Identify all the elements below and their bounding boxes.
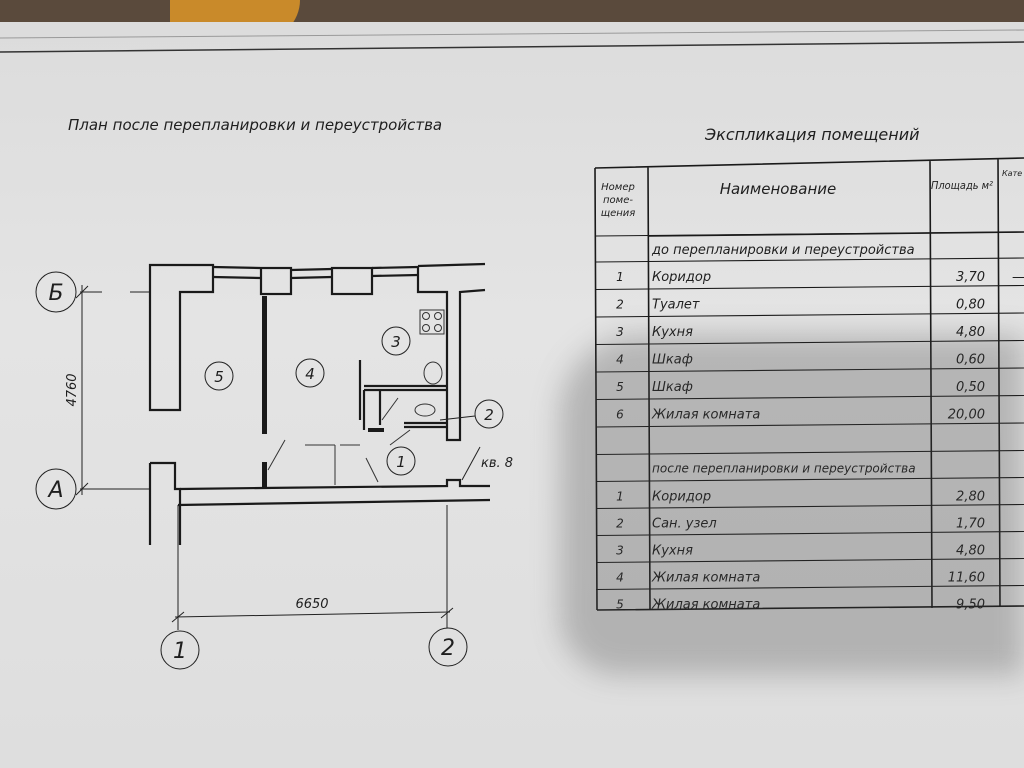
axis-2-label: 2 — [441, 636, 455, 661]
header-number-1: Номер — [601, 182, 635, 193]
plan-title: План после перепланировки и переустройст… — [68, 116, 442, 134]
sink-icon — [423, 361, 443, 385]
row-name: Жилая комната — [651, 408, 760, 423]
room-label-3: 3 — [391, 333, 401, 351]
room-label-4: 4 — [305, 365, 315, 383]
row-area: 4,80 — [956, 544, 985, 559]
explication-title: Экспликация помещений — [704, 125, 920, 144]
row-area: 20,00 — [948, 408, 985, 423]
row-number: 4 — [616, 353, 624, 367]
row-area: 1,70 — [956, 517, 985, 532]
header-area: Площадь м² — [931, 179, 994, 192]
axis-b-circle — [35, 271, 77, 313]
axis-1-label: 1 — [173, 639, 187, 664]
header-name: Наименование — [720, 180, 837, 198]
axis-b-label: Б — [48, 281, 63, 306]
row-area: 3,70 — [956, 270, 985, 285]
header-number-3: щения — [601, 208, 636, 219]
row-number: 1 — [616, 270, 624, 284]
stove-icon — [419, 309, 445, 335]
row-area: 2,80 — [956, 490, 985, 505]
row-name: Кухня — [652, 325, 693, 340]
room-markers — [204, 326, 504, 481]
room-label-5: 5 — [214, 368, 224, 386]
toilet-icon — [414, 403, 436, 417]
frame-line — [0, 41, 1024, 53]
dimension-horizontal: 6650 — [295, 597, 328, 612]
row-area: 9,50 — [956, 598, 985, 613]
row-number: 5 — [616, 598, 624, 612]
axis-markers — [35, 271, 468, 670]
apartment-label: кв. 8 — [481, 456, 513, 471]
axis-a-circle — [35, 468, 77, 510]
row-name: Коридор — [652, 270, 711, 285]
partitions — [262, 296, 384, 488]
floor-plan-walls — [148, 262, 491, 545]
row-name: Коридор — [652, 490, 711, 505]
photo-shadow — [560, 335, 1024, 675]
paper-sheet — [0, 22, 1024, 768]
row-number: 5 — [616, 380, 624, 394]
row-category: — — [1012, 270, 1024, 285]
row-name: Шкаф — [652, 380, 693, 395]
row-number: 3 — [616, 325, 624, 339]
row-number: 3 — [616, 544, 624, 558]
row-name: Кухня — [652, 544, 693, 559]
row-name: Шкаф — [652, 353, 693, 368]
header-category: Кате гори поме щени — [1002, 169, 1024, 178]
row-name: Сан. узел — [652, 517, 717, 532]
dimension-vertical: 4760 — [65, 373, 80, 406]
row-name: Жилая комната — [651, 598, 760, 613]
row-area: 4,80 — [956, 325, 985, 340]
axis-1-circle — [160, 630, 200, 670]
axis-a-label: А — [46, 478, 63, 503]
section-after-label: после перепланировки и переустройства — [652, 462, 916, 476]
row-name: Жилая комната — [651, 571, 760, 586]
row-number: 4 — [616, 571, 624, 585]
row-area: 0,60 — [956, 353, 985, 368]
row-area: 0,50 — [956, 380, 985, 395]
axis-2-circle — [428, 627, 468, 667]
row-name: Туалет — [652, 298, 700, 313]
row-number: 2 — [616, 298, 624, 312]
row-number: 1 — [616, 490, 624, 504]
room-label-2: 2 — [484, 406, 494, 424]
fixtures — [267, 309, 445, 485]
room-label-1: 1 — [396, 453, 406, 471]
row-number: 6 — [616, 408, 624, 422]
section-before-label: до перепланировки и переустройства — [651, 243, 915, 258]
header-number-2: поме- — [603, 195, 633, 206]
row-number: 2 — [616, 517, 624, 531]
table-row-lines — [595, 231, 1024, 591]
row-area: 0,80 — [956, 298, 985, 313]
row-area: 11,60 — [948, 571, 985, 586]
